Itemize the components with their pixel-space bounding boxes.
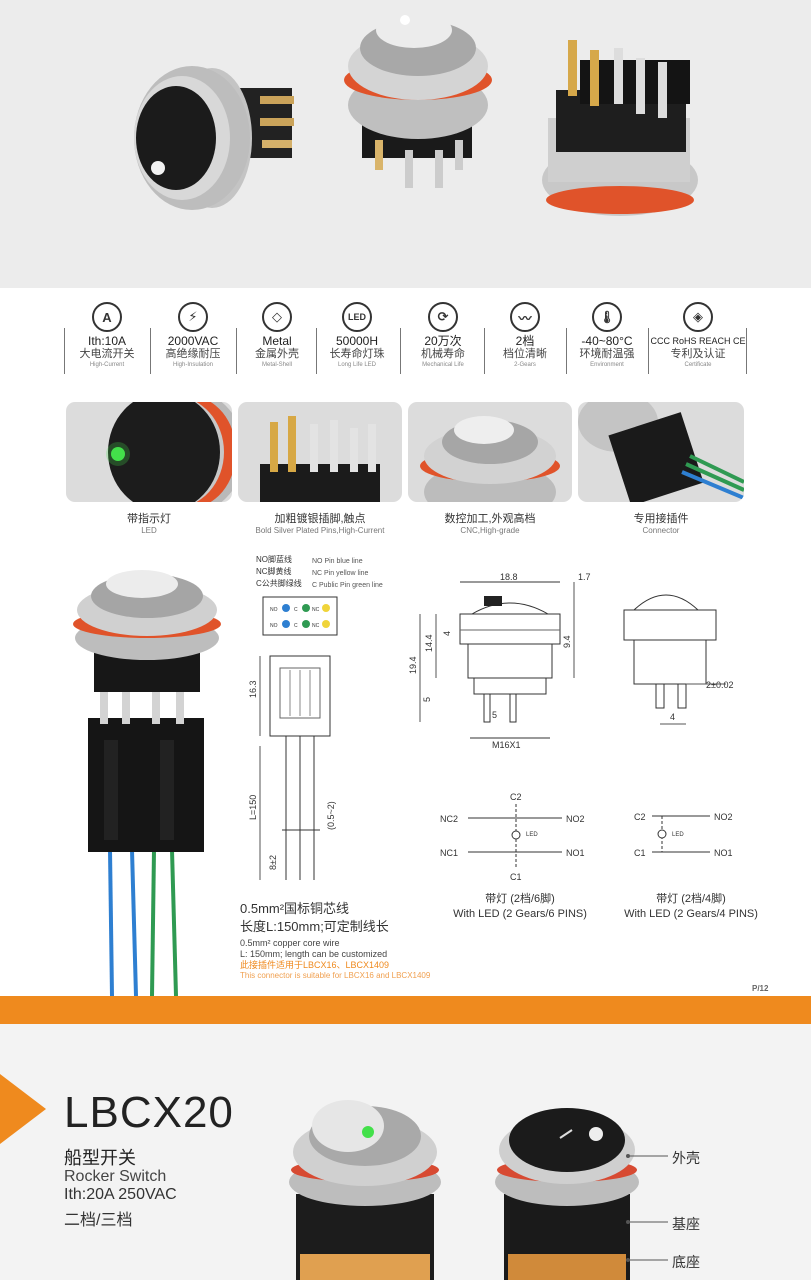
feature-photo-pins	[238, 402, 402, 502]
connector-pin-diagram: NO C NC NO C NC	[262, 596, 338, 636]
ampere-icon: A	[92, 302, 122, 332]
product-name-en: Rocker Switch	[64, 1168, 167, 1185]
dim-label: M16X1	[492, 740, 521, 750]
pin-label: C	[294, 607, 298, 613]
product-section: LBCX20 船型开关 Rocker Switch Ith:20A 250VAC…	[0, 1024, 811, 1280]
dim-label: 14.4	[424, 634, 434, 652]
switch-dimension-drawing: 18.8 M16X1 5 19.4 14.4 4 5 1.7 9.4	[408, 572, 591, 750]
dim-label: 19.4	[408, 656, 418, 674]
connector-dimension-drawing: 16.3 L=150 (0.5~2) 8±2	[248, 655, 336, 880]
cycle-icon: ⟳	[428, 302, 458, 332]
page-number: P/12	[752, 984, 769, 993]
part-label-bottom: 底座	[672, 1254, 700, 1270]
dim-label: L=150	[248, 795, 258, 820]
svg-text:NO1: NO1	[714, 848, 733, 858]
svg-text:LED: LED	[672, 832, 684, 838]
divider	[566, 328, 567, 374]
product-model: LBCX20	[64, 1088, 234, 1137]
wire-legend-en: NO Pin blue line NC Pin yellow line C Pu…	[312, 558, 383, 589]
switch-back-view	[542, 40, 698, 216]
dim-label: (0.5~2)	[326, 801, 336, 830]
divider	[316, 328, 317, 374]
svg-text:C2: C2	[510, 792, 522, 802]
part-label-shell: 外壳	[672, 1150, 700, 1166]
certificate-icon: ◈	[683, 302, 713, 332]
divider	[64, 328, 65, 374]
divider	[484, 328, 485, 374]
thermometer-icon: 🌡	[592, 302, 622, 332]
svg-text:C1: C1	[510, 872, 522, 882]
switch-front-view	[344, 12, 492, 188]
section-divider-band	[0, 996, 811, 1024]
divider	[236, 328, 237, 374]
lightning-shield-icon: ⚡	[178, 302, 208, 332]
dim-label: 1.7	[578, 572, 591, 582]
dim-label: 8±2	[268, 855, 278, 870]
product-rating: Ith:20A 250VAC	[64, 1186, 177, 1203]
dim-label: 9.4	[562, 635, 572, 648]
wire-legend-cn: NO脚蓝线 NC脚黄线 C公共脚绿线	[256, 555, 302, 588]
part-leader-lines	[626, 1154, 668, 1262]
wire-description: 0.5mm²国标铜芯线 长度L:150mm;可定制线长 0.5mm² coppe…	[240, 901, 431, 980]
svg-text:C1: C1	[634, 848, 646, 858]
metal-blocks-icon: ◇	[262, 302, 292, 332]
pin-label: C	[294, 623, 298, 629]
feature-photo-connector	[578, 402, 744, 502]
svg-text:LED: LED	[526, 832, 538, 838]
svg-text:NO2: NO2	[566, 814, 585, 824]
arrow-marker-icon	[0, 1074, 46, 1144]
hero-illustration	[134, 12, 698, 216]
circuit-caption-6pin: 带灯 (2档/6脚) With LED (2 Gears/6 PINS)	[453, 893, 587, 920]
hero-product-photos	[0, 0, 811, 288]
svg-text:NC1: NC1	[440, 848, 458, 858]
switch-side-view	[134, 66, 294, 210]
dim-label: 4	[670, 712, 675, 722]
part-label-base: 基座	[672, 1216, 700, 1232]
lbcx20-photo-right	[495, 1108, 639, 1280]
circuit-diagram-6pin: C2 C1 NC2 NC1 NO2 NO1 LED	[440, 792, 585, 882]
divider	[648, 328, 649, 374]
product-name-cn: 船型开关	[64, 1148, 136, 1168]
svg-text:NO1: NO1	[566, 848, 585, 858]
dim-label: 5	[422, 697, 432, 702]
svg-text:NC2: NC2	[440, 814, 458, 824]
dim-label: 2±0.02	[706, 680, 733, 690]
dim-label: 16.3	[248, 680, 258, 698]
svg-text:NO2: NO2	[714, 812, 733, 822]
divider	[746, 328, 747, 374]
pin-label: NC	[312, 623, 320, 629]
circuit-diagram-4pin: C2 C1 NO2 NO1 LED	[634, 812, 733, 858]
pin-label: NO	[270, 623, 278, 629]
lbcx20-photo-left	[289, 1100, 441, 1280]
product-gears: 二档/三档	[64, 1212, 133, 1229]
dim-label: 18.8	[500, 572, 518, 582]
wave-icon: 〰	[510, 302, 540, 332]
dim-label: 4	[442, 631, 452, 636]
feature-photo-led	[66, 402, 232, 502]
led-icon: LED	[342, 302, 372, 332]
circuit-caption-4pin: 带灯 (2档/4脚) With LED (2 Gears/4 PINS)	[624, 893, 758, 920]
divider	[400, 328, 401, 374]
pin-label: NO	[270, 607, 278, 613]
feature-photo-cnc	[408, 402, 572, 502]
switch-side-dimension-drawing: 2±0.02 4	[623, 594, 733, 725]
dim-label: 5	[492, 710, 497, 720]
divider	[150, 328, 151, 374]
svg-text:C2: C2	[634, 812, 646, 822]
switch-with-connector-illustration	[73, 570, 221, 996]
pin-label: NC	[312, 607, 320, 613]
